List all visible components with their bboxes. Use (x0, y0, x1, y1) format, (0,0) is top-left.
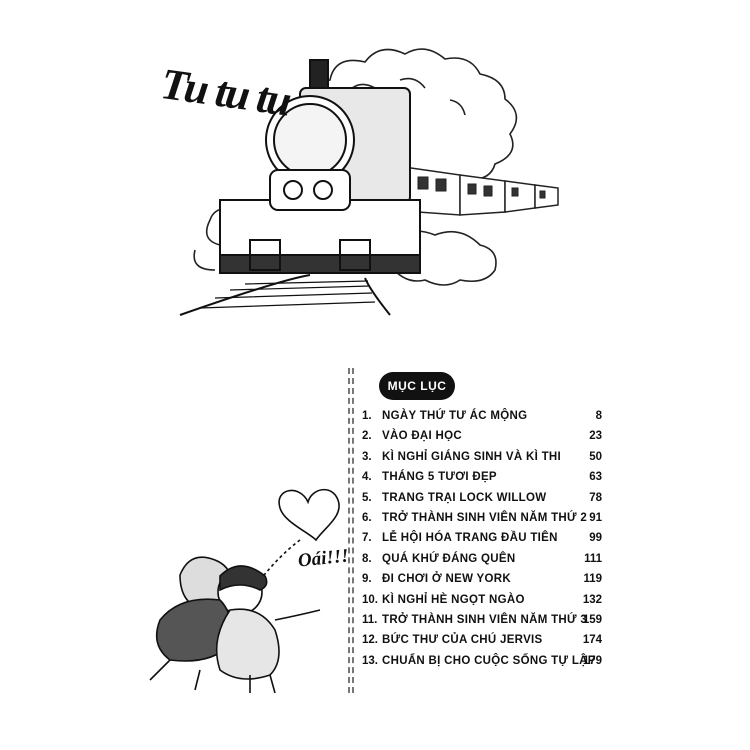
exclamation-text: Oái!!! (296, 545, 350, 572)
toc-item: 7. LỄ HỘI HÓA TRANG ĐẦU TIÊN 99 (362, 528, 602, 548)
toc-item-page: 23 (589, 430, 602, 443)
toc-item: 10. KÌ NGHỈ HÈ NGỌT NGÀO 132 (362, 590, 602, 610)
toc-item-title: TRỞ THÀNH SINH VIÊN NĂM THỨ 2 (382, 511, 588, 524)
toc-item-title: ĐI CHƠI Ở NEW YORK (382, 573, 511, 586)
train-illustration (179, 48, 559, 316)
smoke-cloud (193, 48, 518, 286)
toc-item-number: 8. (362, 552, 372, 565)
toc-item-title: THÁNG 5 TƯƠI ĐẸP (382, 471, 497, 484)
locomotive (219, 59, 421, 274)
toc-item-number: 4. (362, 471, 372, 484)
toc-heading: MỤC LỤC (379, 372, 455, 400)
toc-item-number: 12. (362, 634, 378, 647)
toc-item-number: 2. (362, 430, 372, 443)
toc-item-number: 9. (362, 573, 372, 586)
toc-item-title: TRANG TRẠI LOCK WILLOW (382, 491, 547, 504)
toc-item: 8. QUÁ KHỨ ĐÁNG QUÊN 111 (362, 549, 602, 569)
toc-item-page: 159 (582, 613, 602, 626)
toc-item-number: 10. (362, 593, 378, 606)
girls-illustration (149, 488, 340, 694)
railway-track (179, 274, 391, 316)
toc-item-number: 11. (362, 613, 378, 626)
toc-item-page: 99 (589, 532, 602, 545)
toc-item-page: 50 (589, 450, 602, 463)
girls-figures (149, 556, 321, 694)
toc-list: 1. NGÀY THỨ TƯ ÁC MỘNG 8 2. VÀO ĐẠI HỌC 23 3… (362, 406, 602, 671)
train-carriages (389, 164, 559, 216)
toc-item: 2. VÀO ĐẠI HỌC 23 (362, 426, 602, 446)
toc-item-page: 78 (589, 491, 602, 504)
toc-item-page: 91 (589, 511, 602, 524)
toc-item-number: 5. (362, 491, 372, 504)
toc-item-title: QUÁ KHỨ ĐÁNG QUÊN (382, 552, 516, 565)
toc-item-page: 179 (582, 654, 602, 667)
toc-item-title: TRỞ THÀNH SINH VIÊN NĂM THỨ 3 (382, 613, 588, 626)
toc-item-page: 119 (583, 573, 602, 586)
toc-item-title: KÌ NGHỈ HÈ NGỌT NGÀO (382, 593, 525, 606)
heart-icon (259, 488, 340, 581)
toc-divider (348, 368, 354, 693)
toc-item-page: 132 (582, 593, 602, 606)
toc-item: 1. NGÀY THỨ TƯ ÁC MỘNG 8 (362, 406, 602, 426)
toc-item-number: 6. (362, 511, 372, 524)
toc-item: 12. BỨC THƯ CỦA CHÚ JERVIS 174 (362, 630, 602, 650)
toc-item-title: VÀO ĐẠI HỌC (382, 430, 462, 443)
toc-item-title: LỄ HỘI HÓA TRANG ĐẦU TIÊN (382, 532, 558, 545)
toc-item-page: 111 (584, 552, 602, 565)
toc-item-title: NGÀY THỨ TƯ ÁC MỘNG (382, 410, 528, 422)
toc-item-page: 63 (589, 471, 602, 484)
toc-item: 4. THÁNG 5 TƯƠI ĐẸP 63 (362, 467, 602, 487)
toc-item-page: 8 (595, 410, 602, 422)
toc-item-title: KÌ NGHỈ GIÁNG SINH VÀ KÌ THI (382, 450, 561, 463)
toc-item-title: BỨC THƯ CỦA CHÚ JERVIS (382, 634, 543, 647)
toc-item-number: 7. (362, 532, 372, 545)
toc-item-number: 13. (362, 654, 378, 667)
toc-item: 9. ĐI CHƠI Ở NEW YORK 119 (362, 569, 602, 589)
toc-item-title: CHUẨN BỊ CHO CUỘC SỐNG TỰ LẬP (382, 654, 596, 667)
toc-item-number: 1. (362, 410, 372, 422)
toc-item-number: 3. (362, 450, 372, 463)
toc-item-page: 174 (582, 634, 602, 647)
toc-item: 3. KÌ NGHỈ GIÁNG SINH VÀ KÌ THI 50 (362, 447, 602, 467)
toc-item: 5. TRANG TRẠI LOCK WILLOW 78 (362, 488, 602, 508)
